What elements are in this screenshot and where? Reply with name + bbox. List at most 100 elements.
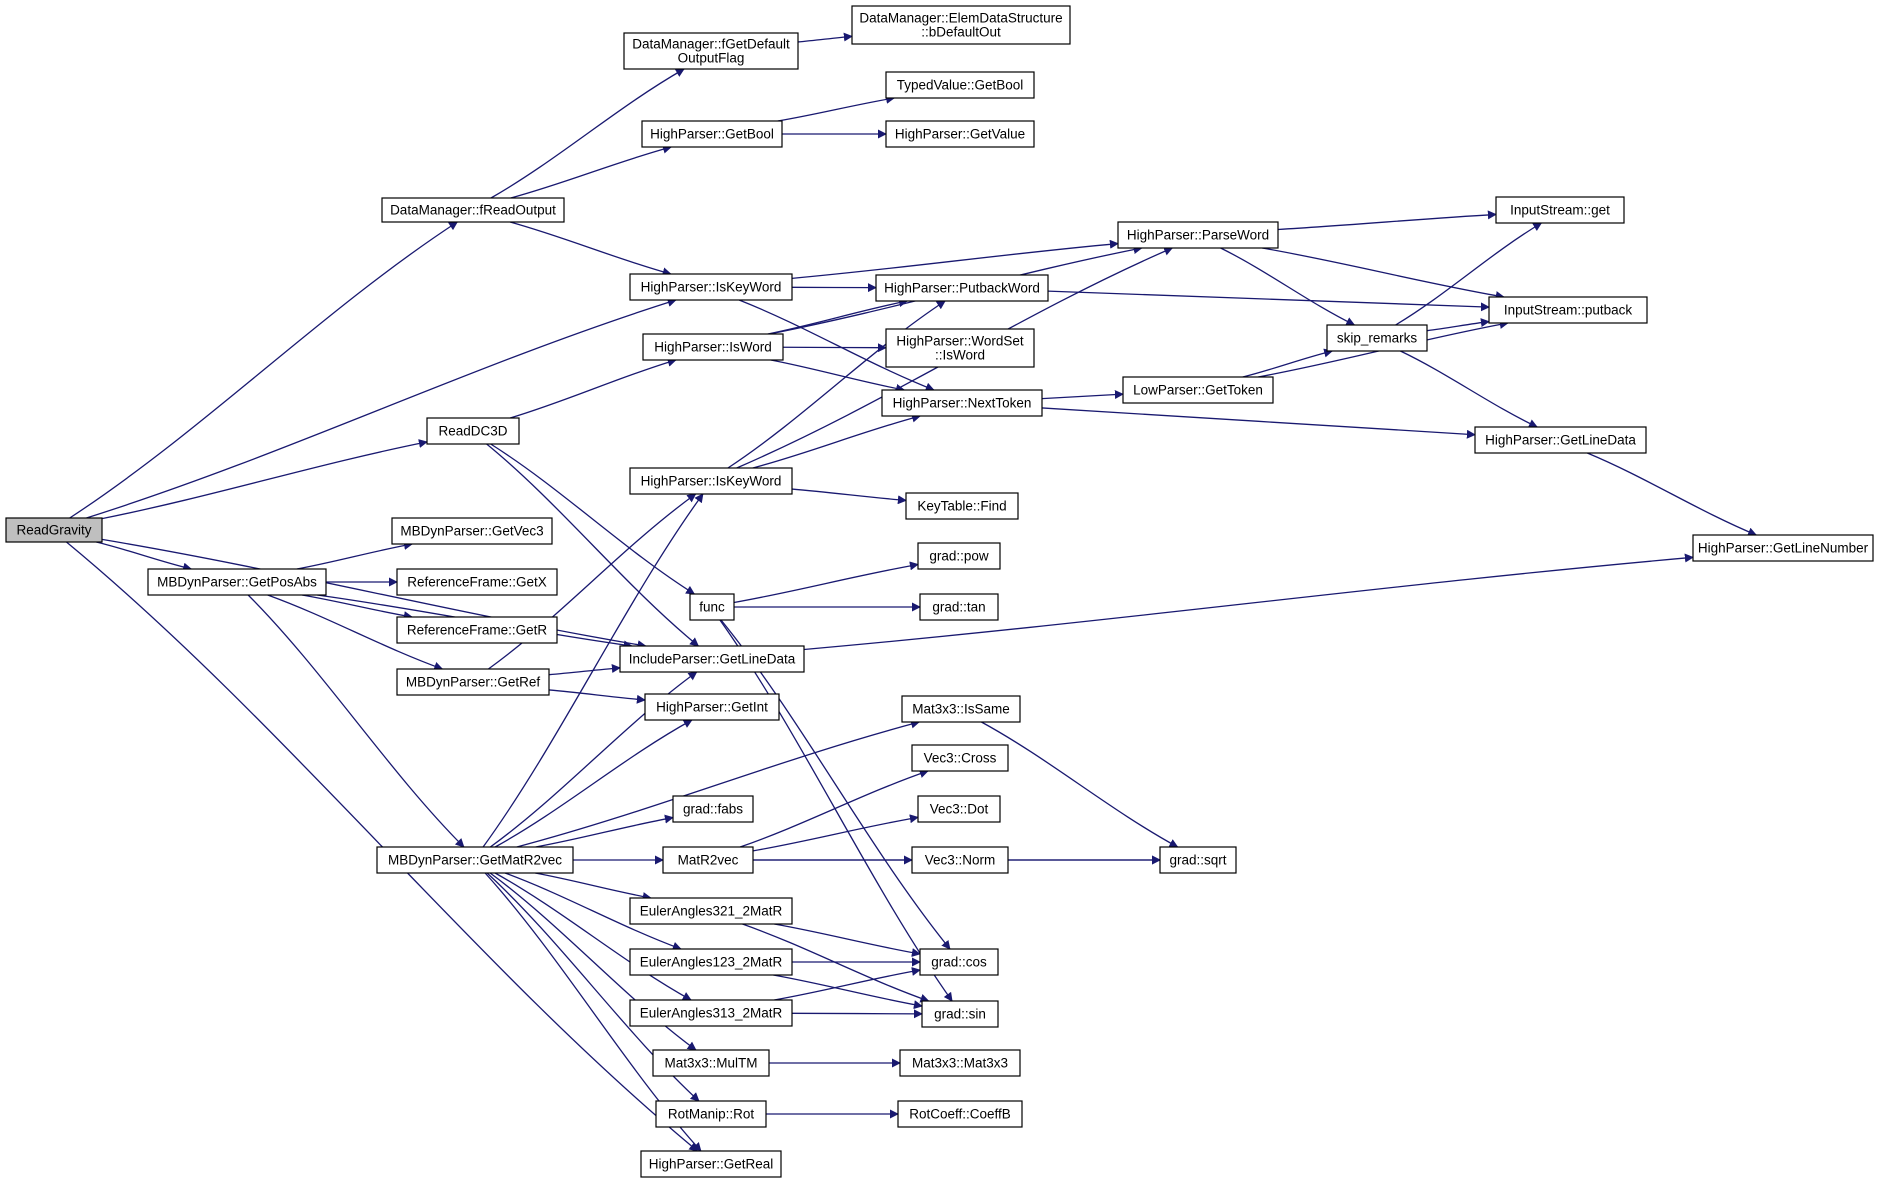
node-box-hp-nexttoken[interactable] (881, 389, 1043, 417)
node-box-mat3x3-issame[interactable] (901, 695, 1021, 723)
node-readdc3d[interactable]: ReadDC3D (426, 417, 520, 445)
node-hp-getlinenumber[interactable]: HighParser::GetLineNumber (1692, 534, 1874, 562)
node-grad-pow[interactable]: grad::pow (917, 542, 1001, 570)
node-box-hp-isword[interactable] (642, 333, 784, 361)
node-box-readdc3d[interactable] (426, 417, 520, 445)
node-box-dm-fgetdefaultoutputflag[interactable] (623, 32, 799, 70)
node-mbdyn-getref[interactable]: MBDynParser::GetRef (396, 668, 550, 696)
node-box-func[interactable] (689, 593, 735, 621)
node-hp-putbackword[interactable]: HighParser::PutbackWord (875, 274, 1049, 302)
node-box-refframe-getx[interactable] (396, 568, 558, 596)
node-box-grad-cos[interactable] (919, 948, 999, 976)
node-box-dm-elemdatastructure-bdefaultout[interactable] (851, 5, 1071, 45)
node-eulerangles123-2matr[interactable]: EulerAngles123_2MatR (629, 948, 793, 976)
node-box-hp-getreal[interactable] (640, 1150, 782, 1178)
node-box-vec3-dot[interactable] (917, 795, 1001, 823)
node-mat3x3-issame[interactable]: Mat3x3::IsSame (901, 695, 1021, 723)
node-vec3-cross[interactable]: Vec3::Cross (911, 744, 1009, 772)
node-box-eulerangles321-2matr[interactable] (629, 897, 793, 925)
node-box-mbdyn-getvec3[interactable] (391, 517, 553, 545)
node-box-skip-remarks[interactable] (1326, 324, 1428, 352)
node-rotmanip-rot[interactable]: RotManip::Rot (655, 1100, 767, 1128)
node-box-hp-getlinenumber[interactable] (1692, 534, 1874, 562)
node-mbdyn-getvec3[interactable]: MBDynParser::GetVec3 (391, 517, 553, 545)
node-box-rotcoeff-coeffb[interactable] (897, 1100, 1023, 1128)
node-typedvalue-getbool[interactable]: TypedValue::GetBool (885, 71, 1035, 99)
node-hp-iskeyword-1[interactable]: HighParser::IsKeyWord (629, 273, 793, 301)
node-eulerangles321-2matr[interactable]: EulerAngles321_2MatR (629, 897, 793, 925)
node-box-mbdyn-getref[interactable] (396, 668, 550, 696)
node-box-inputstream-get[interactable] (1495, 196, 1625, 224)
node-skip-remarks[interactable]: skip_remarks (1326, 324, 1428, 352)
node-box-hp-getint[interactable] (644, 693, 780, 721)
node-includeparser-getlinedata[interactable]: IncludeParser::GetLineData (619, 645, 805, 673)
node-grad-sqrt[interactable]: grad::sqrt (1159, 846, 1237, 874)
node-hp-isword[interactable]: HighParser::IsWord (642, 333, 784, 361)
node-box-grad-tan[interactable] (919, 593, 999, 621)
node-box-inputstream-putback[interactable] (1488, 296, 1648, 324)
node-box-grad-sin[interactable] (921, 1000, 999, 1028)
node-box-hp-parseword[interactable] (1117, 221, 1279, 249)
node-readgravity[interactable]: ReadGravity (5, 517, 103, 543)
node-hp-iskeyword-2[interactable]: HighParser::IsKeyWord (629, 467, 793, 495)
node-box-typedvalue-getbool[interactable] (885, 71, 1035, 99)
node-vec3-norm[interactable]: Vec3::Norm (911, 846, 1009, 874)
node-box-hp-putbackword[interactable] (875, 274, 1049, 302)
node-inputstream-get[interactable]: InputStream::get (1495, 196, 1625, 224)
node-box-lowparser-gettoken[interactable] (1122, 376, 1274, 404)
node-box-includeparser-getlinedata[interactable] (619, 645, 805, 673)
node-inputstream-putback[interactable]: InputStream::putback (1488, 296, 1648, 324)
node-box-keytable-find[interactable] (905, 492, 1019, 520)
node-mbdyn-getposabs[interactable]: MBDynParser::GetPosAbs (147, 568, 327, 596)
node-box-mbdyn-getmatr2vec[interactable] (376, 846, 574, 874)
node-matr2vec[interactable]: MatR2vec (662, 846, 754, 874)
node-grad-fabs[interactable]: grad::fabs (672, 795, 754, 823)
node-keytable-find[interactable]: KeyTable::Find (905, 492, 1019, 520)
node-box-mat3x3-multm[interactable] (652, 1049, 770, 1077)
node-hp-getint[interactable]: HighParser::GetInt (644, 693, 780, 721)
node-box-eulerangles123-2matr[interactable] (629, 948, 793, 976)
node-func[interactable]: func (689, 593, 735, 621)
node-hp-wordset-isword[interactable]: HighParser::WordSet::IsWord (885, 328, 1035, 368)
node-box-grad-sqrt[interactable] (1159, 846, 1237, 874)
node-grad-cos[interactable]: grad::cos (919, 948, 999, 976)
node-box-matr2vec[interactable] (662, 846, 754, 874)
node-refframe-getr[interactable]: ReferenceFrame::GetR (396, 616, 558, 644)
node-box-hp-iskeyword-1[interactable] (629, 273, 793, 301)
node-dm-elemdatastructure-bdefaultout[interactable]: DataManager::ElemDataStructure::bDefault… (851, 5, 1071, 45)
node-hp-getbool[interactable]: HighParser::GetBool (641, 120, 783, 148)
node-box-readgravity[interactable] (5, 517, 103, 543)
node-box-hp-wordset-isword[interactable] (885, 328, 1035, 368)
node-grad-sin[interactable]: grad::sin (921, 1000, 999, 1028)
node-box-hp-iskeyword-2[interactable] (629, 467, 793, 495)
node-box-rotmanip-rot[interactable] (655, 1100, 767, 1128)
node-vec3-dot[interactable]: Vec3::Dot (917, 795, 1001, 823)
node-hp-getreal[interactable]: HighParser::GetReal (640, 1150, 782, 1178)
node-mat3x3-multm[interactable]: Mat3x3::MulTM (652, 1049, 770, 1077)
node-mat3x3-mat3x3[interactable]: Mat3x3::Mat3x3 (899, 1049, 1021, 1077)
node-rotcoeff-coeffb[interactable]: RotCoeff::CoeffB (897, 1100, 1023, 1128)
node-box-hp-getbool[interactable] (641, 120, 783, 148)
node-mbdyn-getmatr2vec[interactable]: MBDynParser::GetMatR2vec (376, 846, 574, 874)
node-box-grad-fabs[interactable] (672, 795, 754, 823)
node-box-vec3-norm[interactable] (911, 846, 1009, 874)
node-hp-getvalue[interactable]: HighParser::GetValue (885, 120, 1035, 148)
node-hp-nexttoken[interactable]: HighParser::NextToken (881, 389, 1043, 417)
node-lowparser-gettoken[interactable]: LowParser::GetToken (1122, 376, 1274, 404)
node-eulerangles313-2matr[interactable]: EulerAngles313_2MatR (629, 999, 793, 1027)
node-box-mbdyn-getposabs[interactable] (147, 568, 327, 596)
node-box-dm-freadoutput[interactable] (381, 197, 565, 223)
node-box-eulerangles313-2matr[interactable] (629, 999, 793, 1027)
node-box-hp-getlinedata[interactable] (1474, 426, 1647, 454)
node-dm-freadoutput[interactable]: DataManager::fReadOutput (381, 197, 565, 223)
node-box-refframe-getr[interactable] (396, 616, 558, 644)
node-grad-tan[interactable]: grad::tan (919, 593, 999, 621)
node-box-grad-pow[interactable] (917, 542, 1001, 570)
node-hp-parseword[interactable]: HighParser::ParseWord (1117, 221, 1279, 249)
node-refframe-getx[interactable]: ReferenceFrame::GetX (396, 568, 558, 596)
node-box-mat3x3-mat3x3[interactable] (899, 1049, 1021, 1077)
node-box-vec3-cross[interactable] (911, 744, 1009, 772)
node-hp-getlinedata[interactable]: HighParser::GetLineData (1474, 426, 1647, 454)
node-box-hp-getvalue[interactable] (885, 120, 1035, 148)
